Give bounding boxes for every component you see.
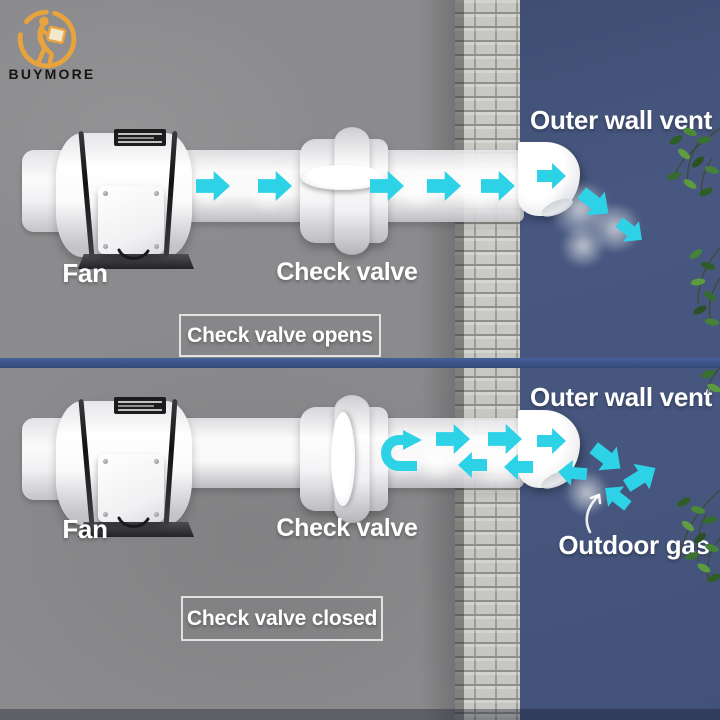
fan-power-cable [117, 516, 150, 528]
caption-text: Check valve opens [187, 323, 373, 347]
valve-label-bottom: Check valve [276, 514, 418, 542]
shopper-carrying-parcel-icon [17, 9, 77, 69]
fan-label-bottom: Fan [62, 514, 108, 544]
fan-model-plate [114, 129, 166, 146]
u-turn-arrow-icon [381, 430, 422, 471]
inline-duct-fan-top [20, 128, 196, 274]
fan-junction-box [98, 186, 164, 254]
caption-valve-closed: Check valve closed [181, 596, 383, 641]
caption-valve-opens: Check valve opens [179, 314, 381, 357]
check-valve-flange-top [334, 127, 370, 255]
caption-text: Check valve closed [186, 606, 378, 630]
vent-label-top: Outer wall vent [530, 105, 712, 135]
fan-junction-box [98, 454, 164, 522]
inline-duct-fan-bottom [20, 396, 196, 542]
fan-power-cable [117, 248, 150, 260]
valve-label-top: Check valve [276, 258, 418, 286]
pointer-arrow-icon [585, 493, 602, 534]
fan-label-top: Fan [62, 258, 108, 288]
valve-flap-closed [331, 412, 355, 506]
bottom-border [0, 709, 720, 720]
fan-model-plate [114, 397, 166, 414]
outdoor-gas-label: Outdoor gas [558, 530, 710, 560]
brand-name: BUYMORE [8, 66, 96, 82]
vent-label-bottom: Outer wall vent [530, 382, 712, 412]
panel-divider [0, 358, 720, 368]
